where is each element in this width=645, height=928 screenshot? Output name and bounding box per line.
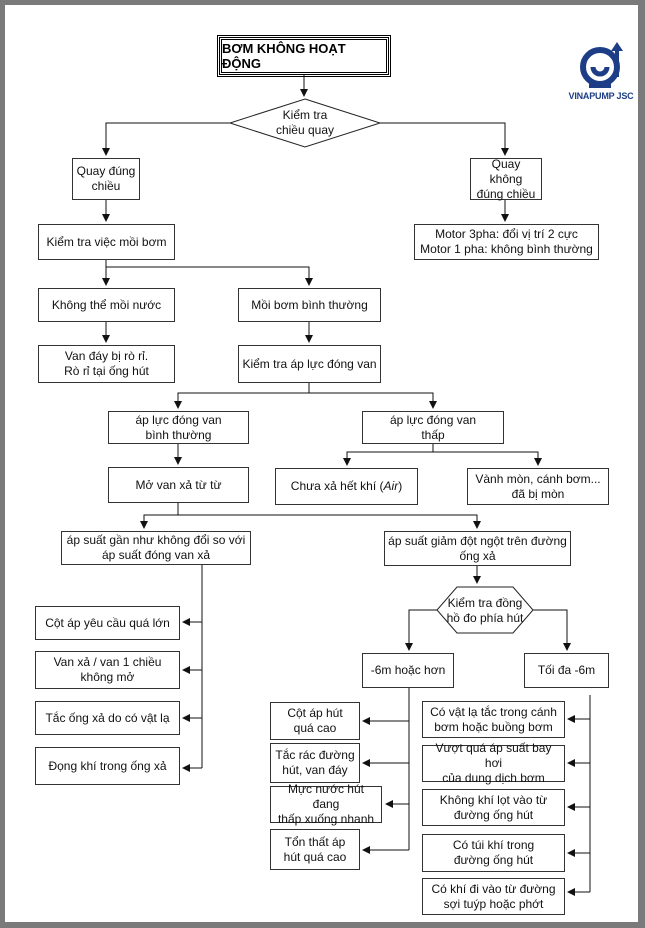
node-check-priming: Kiểm tra việc mồi bơm [38, 224, 175, 260]
node-air-pocket: Có túi khí trong đường ống hút [422, 834, 565, 872]
node-motor-fix: Motor 3pha: đổi vị trí 2 cực Motor 1 pha… [414, 224, 599, 260]
node-suction-clog: Tắc rác đường hút, van đáy [270, 743, 360, 783]
decision-direction: Kiểm tra chiều quay [275, 108, 335, 137]
node-check-valve-closed: Van xả / van 1 chiều không mở [35, 651, 180, 689]
node-vapor-pressure: Vượt quá áp suất bay hơi của dung dịch b… [422, 741, 565, 785]
connector-lines [102, 75, 591, 896]
node-suction-head-high: Cột áp hút quá cao [270, 702, 360, 740]
node-air-in-discharge: Đọng khí trong ống xả [35, 747, 180, 785]
node-air-not-vented: Chưa xả hết khí (Air) [275, 468, 418, 505]
air-not-vented-text: Chưa xả hết khí ( [290, 479, 384, 493]
node-head-too-high: Cột áp yêu cầu quá lớn [35, 606, 180, 640]
air-not-vented-em: Air [383, 479, 399, 493]
node-pressure-normal: áp lực đóng van bình thường [108, 411, 249, 444]
company-name: VINAPUMP JSC [568, 91, 634, 101]
node-max-six: Tối đa -6m [524, 653, 609, 688]
node-water-level-drop: Mực nước hút đang thấp xuống nhanh [270, 782, 382, 826]
node-cannot-prime: Không thể mồi nước [38, 288, 175, 322]
node-discharge-clog: Tắc ống xả do có vật lạ [35, 701, 180, 735]
node-seal-air-ingress: Có khí đi vào từ đường sợi tuýp hoặc phớ… [422, 878, 565, 915]
node-impeller-clog: Có vật lạ tắc trong cánh bơm hoặc buồng … [422, 701, 565, 738]
node-suction-loss: Tổn thất áp hút quá cao [270, 829, 360, 870]
node-worn-ring: Vành mòn, cánh bơm... đã bị mòn [467, 468, 609, 505]
node-foot-valve-leak: Van đáy bị rò rỉ. Rò rỉ tại ống hút [38, 345, 175, 383]
flowchart-page: BƠM KHÔNG HOẠT ĐỘNG VINAPUMP JSC Kiểm tr… [5, 5, 638, 922]
node-air-leak-suction: Không khí lọt vào từ đường ống hút [422, 789, 565, 826]
node-correct-direction: Quay đúng chiều [72, 158, 140, 200]
node-six-or-more: -6m hoặc hơn [362, 653, 454, 688]
flowchart-title: BƠM KHÔNG HOẠT ĐỘNG [217, 35, 391, 77]
node-pressure-unchanged: áp suất gần như không đổi so với áp suất… [61, 531, 251, 565]
node-wrong-direction: Quay không đúng chiều [470, 157, 542, 201]
node-pressure-drop: áp suất giảm đột ngột trên đường ống xả [384, 531, 571, 566]
vinapump-logo-icon [580, 42, 623, 88]
node-prime-ok: Mồi bơm bình thường [238, 288, 381, 322]
decision-gauge: Kiểm tra đồng hồ đo phía hút [446, 596, 524, 625]
air-not-vented-end: ) [398, 479, 403, 493]
node-pressure-low: áp lực đóng van thấp [362, 411, 504, 444]
node-open-valve-slowly: Mở van xả từ từ [108, 467, 249, 503]
node-check-pressure: Kiểm tra áp lực đóng van [238, 345, 381, 383]
